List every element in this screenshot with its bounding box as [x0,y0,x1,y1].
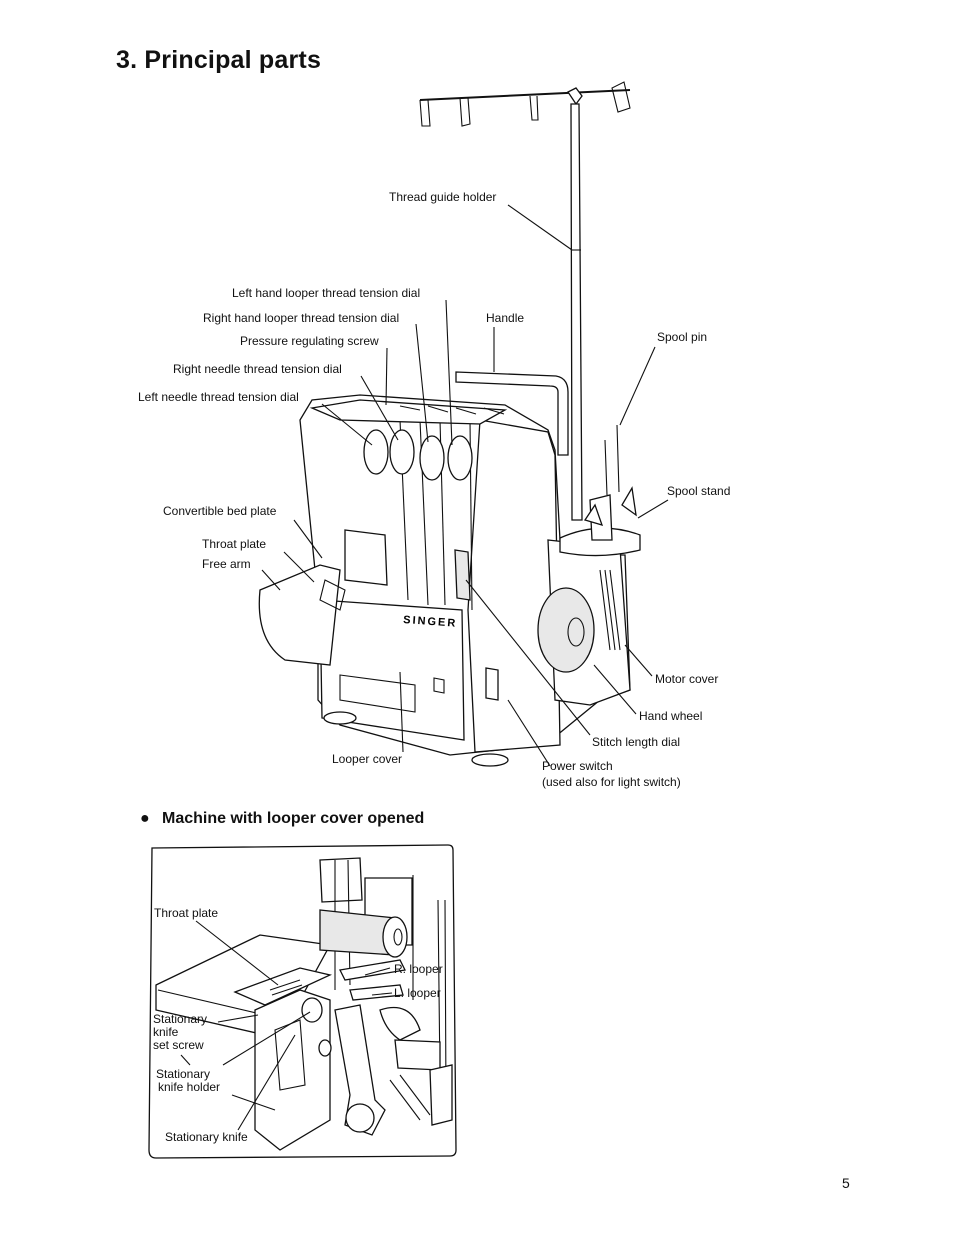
label-looper-cover: Looper cover [332,752,403,766]
inset-label-set-screw-line1: Stationary [153,1012,208,1026]
label-handle: Handle [486,311,525,325]
label-hand-wheel: Hand wheel [639,709,703,723]
label-power-switch-note: (used also for light switch) [542,775,681,789]
section-title-text: Machine with looper cover opened [162,810,425,827]
label-pressure-screw: Pressure regulating screw [240,334,379,348]
leader-lines-inset [180,920,393,1131]
inset-label-throat-plate: Throat plate [154,906,219,920]
label-free-arm: Free arm [202,557,251,571]
label-thread-guide-holder: Thread guide holder [389,190,497,204]
label-spool-stand: Spool stand [667,484,731,498]
inset-label-stationary-knife: Stationary knife [165,1130,248,1144]
section-title: ● Machine with looper cover opened [140,810,424,828]
handle-shape [455,371,569,456]
bullet-icon: ● [140,810,150,827]
brand-logo: SINGER [403,614,458,630]
label-throat-plate: Throat plate [202,537,267,551]
page-title: 3. Principal parts [116,46,322,74]
label-power-switch: Power switch [542,759,613,773]
inset-label-set-screw-line2: knife [153,1025,179,1039]
label-left-needle-dial: Left needle thread tension dial [138,390,299,404]
inset-label-knife-holder-line2: knife holder [158,1080,221,1094]
inset-frame [148,844,457,1159]
label-spool-pin: Spool pin [657,330,708,344]
inset-label-l-looper: L. looper [394,986,441,1000]
inset-label-set-screw-line3: set screw [153,1038,204,1052]
label-motor-cover: Motor cover [655,672,719,686]
label-right-hand-looper-dial: Right hand looper thread tension dial [203,311,400,325]
label-stitch-length-dial: Stitch length dial [592,735,681,749]
leader-lines-main [261,204,669,767]
label-left-hand-looper-dial: Left hand looper thread tension dial [232,286,421,300]
thread-guide-assembly [419,81,631,521]
label-convertible-bed-plate: Convertible bed plate [163,504,277,518]
inset-label-knife-holder-line1: Stationary [156,1067,211,1081]
inset-label-r-looper: R. looper [394,962,443,976]
page-number: 5 [842,1175,850,1191]
label-right-needle-dial: Right needle thread tension dial [173,362,342,376]
